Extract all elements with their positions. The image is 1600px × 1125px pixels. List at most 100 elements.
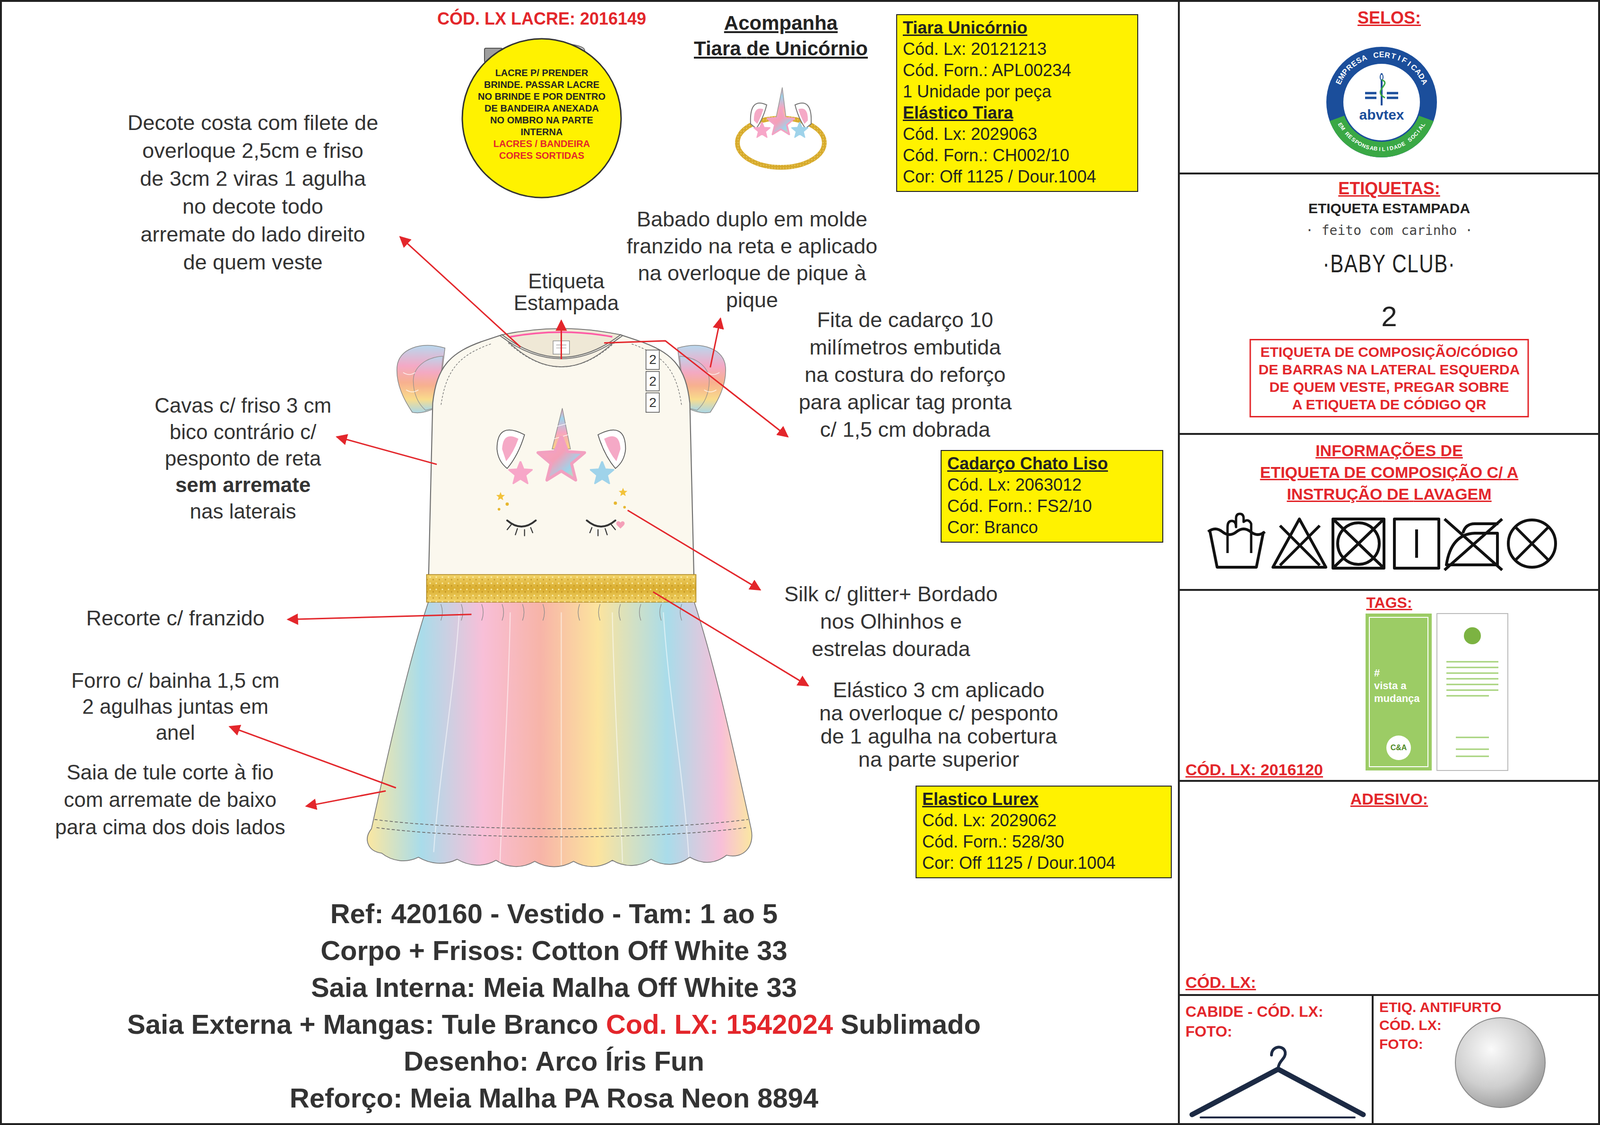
- seal-letter: C: [1372, 51, 1379, 60]
- sheet-frame: [1178, 432, 1600, 435]
- tags-panel: # vista a mudançaC&A TAGS: CÓD. LX: 201612…: [1178, 589, 1600, 781]
- care-info-panel: INFORMAÇÕES DE ETIQUETA DE COMPOSIÇÃO C/…: [1178, 433, 1600, 590]
- sticker-panel: ADESIVO:CÓD. LX:: [1178, 780, 1600, 995]
- dress-illustration: [376, 827, 747, 837]
- node-text: # vista a mudança: [1374, 666, 1420, 705]
- dress-illustration: [501, 436, 519, 462]
- node-text: Cor: Off 1125 / Dour.1004: [902, 165, 1132, 188]
- leader-arrow: [229, 236, 809, 807]
- dress-illustration: [508, 461, 532, 484]
- node-text: C&A: [1386, 735, 1411, 761]
- node-text: LACRE P/ PRENDER BRINDE. PASSAR LACRE NO…: [466, 67, 618, 139]
- seal-letter: I: [1396, 54, 1402, 63]
- seal-outline: [1325, 45, 1438, 159]
- spec-line: Sublimado: [840, 1008, 981, 1040]
- tiara-illustration: [737, 87, 825, 168]
- node-text: ETIQUETA ESTAMPADA: [1308, 199, 1471, 217]
- callout-note: Saia de tule corte à fio com arremate de…: [55, 758, 286, 841]
- code-label: Cod. LX: 1542024: [605, 1008, 833, 1040]
- code-label: CÓD. LX LACRE: 2016149: [437, 8, 647, 29]
- size-mark: 2: [648, 351, 657, 368]
- hanger-photo: [1271, 1046, 1286, 1070]
- sheet-frame: [1178, 994, 1600, 996]
- info-tag-card: [1463, 627, 1481, 645]
- care-symbols: [1227, 513, 1252, 554]
- dress-illustration: [618, 487, 628, 497]
- spec-line: Saia Externa + Mangas: Tule Branco: [127, 1008, 599, 1040]
- dress-illustration: [374, 819, 748, 829]
- seal-letter: I: [1386, 146, 1390, 152]
- circle-outline: [462, 38, 622, 198]
- node-text: Cód. Lx: 2029063: [902, 123, 1132, 145]
- tiara-illustration: [791, 121, 808, 138]
- spec-line: Saia Interna: Meia Malha Off White 33: [311, 971, 797, 1004]
- seal-caption: EM RESPONSABILIDADE SOCIAL: [1325, 45, 1438, 159]
- node-text: SELOS:: [1357, 7, 1421, 28]
- accessory-spec-box: Tiara UnicórnioCód. Lx: 20121213Cód. For…: [896, 14, 1139, 192]
- hanger-photo: [1192, 1069, 1364, 1115]
- care-symbols: [1332, 518, 1384, 569]
- node-text: Cód. Forn.: 528/30: [922, 830, 1166, 853]
- seal-core: [1342, 63, 1421, 141]
- hanger-panel: CABIDE - CÓD. LX:FOTO:: [1178, 994, 1373, 1125]
- tiara-illustration: [795, 103, 812, 129]
- seal-tag-circle: LACRE P/ PRENDER BRINDE. PASSAR LACRE NO…: [461, 37, 623, 199]
- dress-illustration: [229, 236, 809, 867]
- node-text: Tiara Unicórnio: [902, 17, 1132, 39]
- size-mark: 2: [648, 394, 657, 411]
- node-text: 2: [1381, 302, 1397, 332]
- dress-illustration: [426, 574, 696, 603]
- tiara-illustration: [753, 108, 764, 124]
- node-text: Cód. Lx: 2063012: [947, 474, 1157, 496]
- antitheft-panel: ETIQ. ANTIFURTOCÓD. LX:FOTO:: [1372, 994, 1600, 1125]
- node-text: Cód. Forn.: APL00234: [902, 59, 1132, 81]
- spec-line: Reforço: Meia Malha PA Rosa Neon 8894: [289, 1082, 819, 1114]
- node-text: ADESIVO:: [1350, 789, 1428, 809]
- info-tag-card: [1446, 661, 1499, 757]
- seals-panel: EMPRESA CERTIFICADAabvtexEM RESPONSABILI…: [1178, 0, 1600, 174]
- node-text: FOTO:: [1185, 1022, 1233, 1041]
- tiara-illustration: [750, 103, 767, 129]
- node-text: Cód. Lx: 2029062: [922, 809, 1166, 831]
- node-text: CÓD. LX: 2016120: [1185, 760, 1324, 780]
- callout-note: Recorte c/ franzido: [86, 605, 265, 631]
- callout-note: Elástico 3 cm aplicado na overloque c/ p…: [819, 678, 1058, 771]
- leader-arrow: [653, 591, 809, 686]
- node-text: · feito com carinho ·: [1305, 222, 1473, 239]
- node-text: abvtex: [1358, 106, 1404, 124]
- dress-illustration: [496, 492, 505, 501]
- sheet-frame: [1178, 172, 1600, 175]
- node-text: ·BABY CLUB·: [1323, 248, 1456, 279]
- leader-arrow: [710, 318, 721, 368]
- seal-letter: [1367, 52, 1372, 61]
- leader-arrow: [336, 436, 437, 465]
- node-text: ETIQ. ANTIFURTO: [1379, 998, 1502, 1016]
- tiara-illustration: [767, 108, 795, 135]
- callout-note: Forro c/ bainha 1,5 cm 2 agulhas juntas …: [71, 667, 280, 746]
- care-symbols: [1208, 528, 1265, 568]
- seal-letter: I: [1378, 146, 1381, 153]
- callout-note: Cavas c/ friso 3 cm bico contrário c/ pe…: [154, 392, 332, 525]
- node-text: FOTO:: [1379, 1035, 1424, 1053]
- antitheft-photo: [1455, 1017, 1546, 1108]
- seal-thread: [1380, 79, 1385, 98]
- label-instruction-box: ETIQUETA DE COMPOSIÇÃO/CÓDIGO DE BARRAS …: [1249, 338, 1530, 418]
- node-text: CABIDE - CÓD. LX:: [1185, 1002, 1324, 1021]
- emphasis: arremate: [222, 473, 311, 497]
- node-text: TAGS:: [1366, 593, 1412, 612]
- seal-ring: [1326, 46, 1437, 158]
- seal-letter: T: [1390, 51, 1397, 61]
- dress-illustration: [623, 505, 627, 509]
- callout-note: Silk c/ glitter+ Bordado nos Olhinhos e …: [784, 580, 998, 663]
- care-symbols: [1515, 527, 1549, 561]
- callout-note: Etiqueta Estampada: [513, 270, 620, 314]
- seal-letter: R: [1384, 51, 1391, 60]
- hanger-photo: [1192, 1046, 1364, 1118]
- dress-illustration: [590, 461, 614, 484]
- tiara-illustration: [753, 121, 770, 138]
- dress-illustration: [426, 574, 696, 603]
- leader-arrow: [560, 320, 563, 360]
